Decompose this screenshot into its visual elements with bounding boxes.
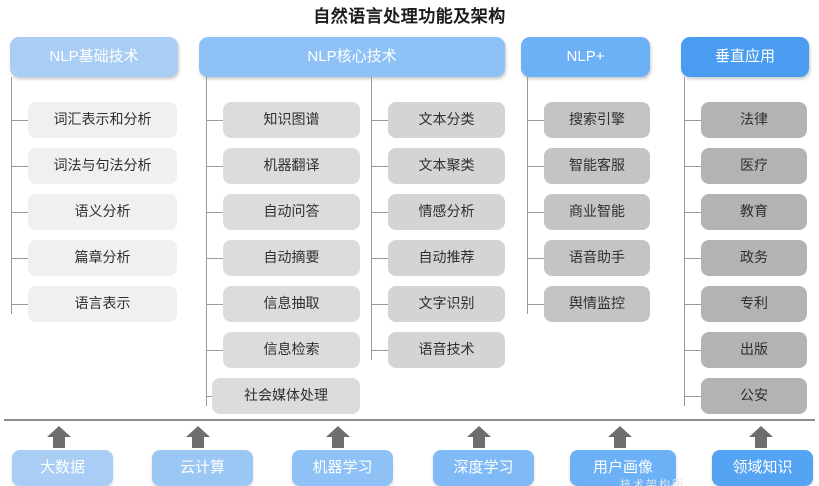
item-c2a-1[interactable]: 机器翻译	[223, 148, 360, 184]
connector-branch-c2a-0	[206, 120, 223, 121]
foundation-domain-knowledge[interactable]: 领域知识	[712, 450, 813, 486]
connector-trunk-col1	[11, 77, 12, 314]
connector-branch-c3-1	[527, 166, 544, 167]
item-c1-2[interactable]: 语义分析	[28, 194, 177, 230]
connector-branch-c4-0	[684, 120, 701, 121]
page-title: 自然语言处理功能及架构	[313, 7, 506, 26]
item-c2b-5[interactable]: 语音技术	[388, 332, 505, 368]
foundation-deep-learning[interactable]: 深度学习	[433, 450, 534, 486]
item-c2b-3[interactable]: 自动推荐	[388, 240, 505, 276]
foundation-cloud-computing[interactable]: 云计算	[152, 450, 253, 486]
connector-branch-c2a-4	[206, 304, 223, 305]
connector-branch-c1-0	[11, 120, 28, 121]
item-c4-6[interactable]: 公安	[701, 378, 807, 414]
up-arrow-icon-3	[325, 425, 351, 449]
connector-branch-c2b-2	[371, 212, 388, 213]
connector-branch-c2b-5	[371, 350, 388, 351]
item-c2a-3[interactable]: 自动摘要	[223, 240, 360, 276]
connector-branch-c4-5	[684, 350, 701, 351]
item-c3-2[interactable]: 商业智能	[544, 194, 650, 230]
up-arrow-icon-6	[748, 425, 774, 449]
connector-branch-c2a-5	[206, 350, 223, 351]
item-c2b-4[interactable]: 文字识别	[388, 286, 505, 322]
item-c2a-2[interactable]: 自动问答	[223, 194, 360, 230]
up-arrow-icon-5	[607, 425, 633, 449]
connector-branch-c2b-0	[371, 120, 388, 121]
connector-branch-c2b-3	[371, 258, 388, 259]
connector-branch-c4-3	[684, 258, 701, 259]
item-c1-4[interactable]: 语言表示	[28, 286, 177, 322]
item-c3-3[interactable]: 语音助手	[544, 240, 650, 276]
item-c2a-5[interactable]: 信息检索	[223, 332, 360, 368]
foundation-divider	[4, 419, 815, 421]
connector-branch-c2a-2	[206, 212, 223, 213]
up-arrow-icon-2	[185, 425, 211, 449]
item-c4-2[interactable]: 教育	[701, 194, 807, 230]
connector-branch-c1-3	[11, 258, 28, 259]
item-c2a-6[interactable]: 社会媒体处理	[212, 378, 360, 414]
connector-branch-c4-1	[684, 166, 701, 167]
foundation-user-profile[interactable]: 用户画像	[570, 450, 676, 486]
connector-branch-c2a-1	[206, 166, 223, 167]
connector-trunk-col2a	[206, 77, 207, 406]
foundation-machine-learning[interactable]: 机器学习	[292, 450, 393, 486]
connector-branch-c2a-3	[206, 258, 223, 259]
connector-branch-c2b-4	[371, 304, 388, 305]
watermark-text: 技术架构图	[620, 479, 685, 486]
connector-branch-c1-2	[11, 212, 28, 213]
connector-branch-c4-2	[684, 212, 701, 213]
item-c3-4[interactable]: 舆情监控	[544, 286, 650, 322]
header-nlp-plus[interactable]: NLP+	[521, 37, 650, 77]
header-vertical-apps[interactable]: 垂直应用	[681, 37, 809, 77]
item-c4-0[interactable]: 法律	[701, 102, 807, 138]
foundation-big-data[interactable]: 大数据	[12, 450, 113, 486]
connector-trunk-col4	[684, 77, 685, 406]
connector-trunk-col3	[527, 77, 528, 314]
item-c3-0[interactable]: 搜索引擎	[544, 102, 650, 138]
item-c4-3[interactable]: 政务	[701, 240, 807, 276]
connector-branch-c1-4	[11, 304, 28, 305]
item-c2a-0[interactable]: 知识图谱	[223, 102, 360, 138]
item-c3-1[interactable]: 智能客服	[544, 148, 650, 184]
connector-trunk-col2b	[371, 77, 372, 360]
connector-branch-c4-6	[684, 396, 701, 397]
item-c2b-1[interactable]: 文本聚类	[388, 148, 505, 184]
connector-branch-c1-1	[11, 166, 28, 167]
header-nlp-basic[interactable]: NLP基础技术	[10, 37, 178, 77]
item-c2b-0[interactable]: 文本分类	[388, 102, 505, 138]
up-arrow-icon-1	[46, 425, 72, 449]
item-c2a-4[interactable]: 信息抽取	[223, 286, 360, 322]
item-c4-1[interactable]: 医疗	[701, 148, 807, 184]
connector-branch-c3-4	[527, 304, 544, 305]
item-c4-4[interactable]: 专利	[701, 286, 807, 322]
header-nlp-core[interactable]: NLP核心技术	[199, 37, 505, 77]
connector-branch-c3-3	[527, 258, 544, 259]
item-c1-3[interactable]: 篇章分析	[28, 240, 177, 276]
item-c2b-2[interactable]: 情感分析	[388, 194, 505, 230]
connector-branch-c3-2	[527, 212, 544, 213]
connector-branch-c2b-1	[371, 166, 388, 167]
connector-branch-c4-4	[684, 304, 701, 305]
item-c1-0[interactable]: 词汇表示和分析	[28, 102, 177, 138]
item-c4-5[interactable]: 出版	[701, 332, 807, 368]
up-arrow-icon-4	[466, 425, 492, 449]
item-c1-1[interactable]: 词法与句法分析	[28, 148, 177, 184]
connector-branch-c3-0	[527, 120, 544, 121]
